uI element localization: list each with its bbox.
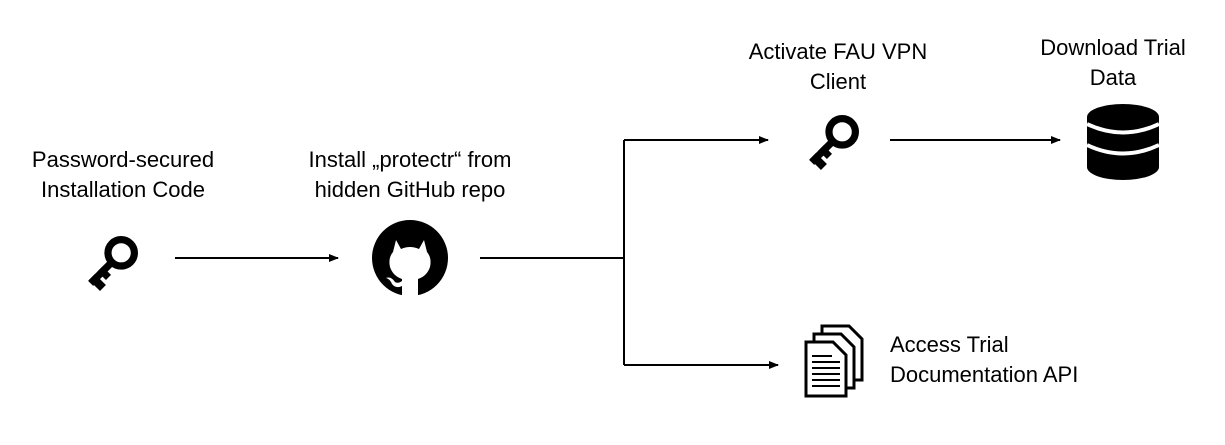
key-icon xyxy=(81,234,140,293)
label-line: Password-secured xyxy=(31,147,215,172)
label-line: Activate FAU VPN xyxy=(748,39,928,64)
node-label-install-protectr: Install „protectr“ from hidden GitHub re… xyxy=(285,145,535,205)
label-line: hidden GitHub repo xyxy=(314,177,506,202)
github-icon xyxy=(372,220,448,296)
label-line: Data xyxy=(1089,65,1137,90)
node-label-installation-code: Password-secured Installation Code xyxy=(3,145,243,205)
label-line: Install „protectr“ from xyxy=(308,147,512,172)
label-line: Access Trial xyxy=(890,332,1009,357)
label-line: Installation Code xyxy=(41,177,205,202)
edge-install-to-branch xyxy=(480,140,625,365)
label-line: Documentation API xyxy=(890,362,1079,387)
label-line: Download Trial xyxy=(1040,35,1186,60)
key-icon xyxy=(802,113,861,172)
label-line: Client xyxy=(809,69,867,94)
node-label-download-data: Download Trial Data xyxy=(1003,33,1223,93)
node-label-access-api: Access Trial Documentation API xyxy=(890,330,1190,390)
documents-icon xyxy=(804,324,864,398)
database-icon xyxy=(1086,104,1160,180)
node-label-activate-vpn: Activate FAU VPN Client xyxy=(718,37,958,97)
